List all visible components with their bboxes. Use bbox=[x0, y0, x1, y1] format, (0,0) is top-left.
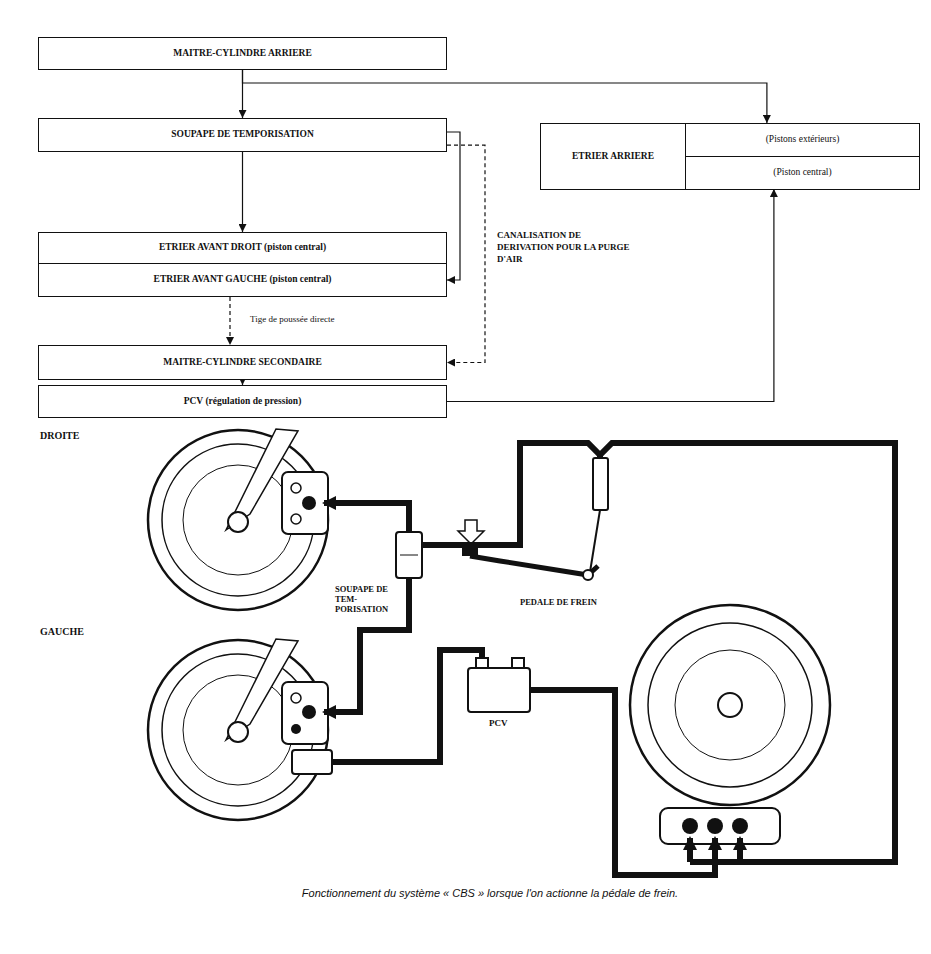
brake-line bbox=[324, 503, 409, 532]
brake-line bbox=[422, 443, 895, 862]
flow-arrow bbox=[242, 152, 243, 232]
box-text: MAITRE-CYLINDRE ARRIERE bbox=[169, 48, 316, 59]
connector-label: Tige de poussée directe bbox=[250, 313, 380, 325]
box-text: (Piston central) bbox=[769, 167, 835, 178]
rim bbox=[648, 623, 812, 787]
secondary-master-cylinder bbox=[292, 750, 332, 774]
piston bbox=[291, 693, 301, 703]
process-box: MAITRE-CYLINDRE ARRIERE bbox=[38, 37, 447, 70]
piston bbox=[291, 514, 301, 524]
box-text: ETRIER AVANT DROIT (piston central) bbox=[155, 242, 330, 253]
part-label: DROITE bbox=[40, 430, 79, 442]
figure-caption: Fonctionnement du système « CBS » lorsqu… bbox=[170, 887, 810, 899]
outer-piston bbox=[682, 818, 698, 834]
table-cell: (Pistons extérieurs) bbox=[685, 124, 919, 157]
front-wheel-right bbox=[148, 429, 328, 610]
box-text: (Pistons extérieurs) bbox=[762, 134, 844, 145]
dashed-connector bbox=[229, 297, 230, 345]
part-label: PEDALE DE FREIN bbox=[520, 598, 597, 608]
brake-line bbox=[737, 838, 743, 862]
hub bbox=[718, 693, 742, 717]
brake-line bbox=[324, 578, 409, 712]
brake-lines bbox=[324, 443, 895, 875]
process-box: ETRIER AVANT DROIT (piston central) bbox=[38, 232, 447, 264]
pedal-lever bbox=[470, 556, 598, 575]
process-box: PCV (régulation de pression) bbox=[38, 385, 447, 418]
center-piston bbox=[707, 818, 723, 834]
tire bbox=[148, 640, 328, 820]
brake-line bbox=[530, 690, 715, 875]
flow-arrow bbox=[447, 132, 460, 280]
part-label: GAUCHE bbox=[40, 626, 84, 638]
caliper bbox=[282, 682, 328, 744]
tire bbox=[630, 605, 830, 805]
table-cell: (Piston central) bbox=[685, 157, 919, 189]
hub bbox=[228, 512, 248, 532]
center-piston bbox=[302, 496, 316, 510]
piston bbox=[291, 724, 301, 734]
caliper bbox=[282, 472, 328, 534]
valve-body bbox=[396, 532, 422, 578]
piston bbox=[291, 483, 301, 493]
cell-area: ETRIER ARRIERE bbox=[541, 124, 685, 189]
box-text: ETRIER AVANT GAUCHE (piston central) bbox=[150, 274, 336, 285]
tire bbox=[148, 430, 328, 610]
brake-pedal bbox=[458, 458, 608, 580]
box-text: SOUPAPE DE TEMPORISATION bbox=[167, 129, 318, 140]
center-piston bbox=[302, 705, 316, 719]
pcv-body bbox=[468, 668, 530, 712]
rear-master-cylinder bbox=[593, 458, 608, 510]
outer-piston bbox=[732, 818, 748, 834]
dashed-connector bbox=[447, 145, 485, 362]
front-wheel-left bbox=[148, 639, 332, 820]
pedal-pivot bbox=[583, 570, 593, 580]
press-arrow bbox=[458, 520, 484, 544]
part-label: SOUPAPE DE TEM- PORISATION bbox=[335, 585, 388, 614]
brake-line bbox=[687, 838, 693, 862]
connector-label: CANALISATION DE DERIVATION POUR LA PURGE… bbox=[497, 229, 632, 265]
box-text: MAITRE-CYLINDRE SECONDAIRE bbox=[159, 357, 326, 368]
hub bbox=[228, 722, 248, 742]
flow-arrow bbox=[447, 189, 774, 402]
process-box: ETRIER AVANT GAUCHE (piston central) bbox=[38, 263, 447, 297]
brake-disc bbox=[183, 675, 293, 785]
brake-disc bbox=[183, 465, 293, 575]
rim bbox=[162, 654, 314, 806]
valve-detail bbox=[400, 555, 418, 556]
push-rod bbox=[590, 510, 600, 572]
brake-disc bbox=[675, 650, 785, 760]
brake-line bbox=[597, 455, 603, 458]
rear-caliper bbox=[660, 808, 780, 844]
rim bbox=[162, 444, 314, 596]
part-label: PCV bbox=[489, 718, 508, 728]
box-text: PCV (régulation de pression) bbox=[180, 396, 306, 407]
brake-line bbox=[332, 650, 482, 762]
process-box: MAITRE-CYLINDRE SECONDAIRE bbox=[38, 345, 447, 380]
foot-pad bbox=[462, 548, 478, 556]
rear-wheel bbox=[630, 605, 830, 844]
process-box: SOUPAPE DE TEMPORISATION bbox=[38, 118, 447, 152]
flow-arrow bbox=[243, 70, 767, 123]
box-text: ETRIER ARRIERE bbox=[568, 151, 658, 162]
delay-valve bbox=[396, 532, 422, 578]
caliper-table: ETRIER ARRIERE (Pistons extérieurs) (Pisto… bbox=[540, 123, 920, 190]
pcv-valve bbox=[468, 658, 530, 712]
